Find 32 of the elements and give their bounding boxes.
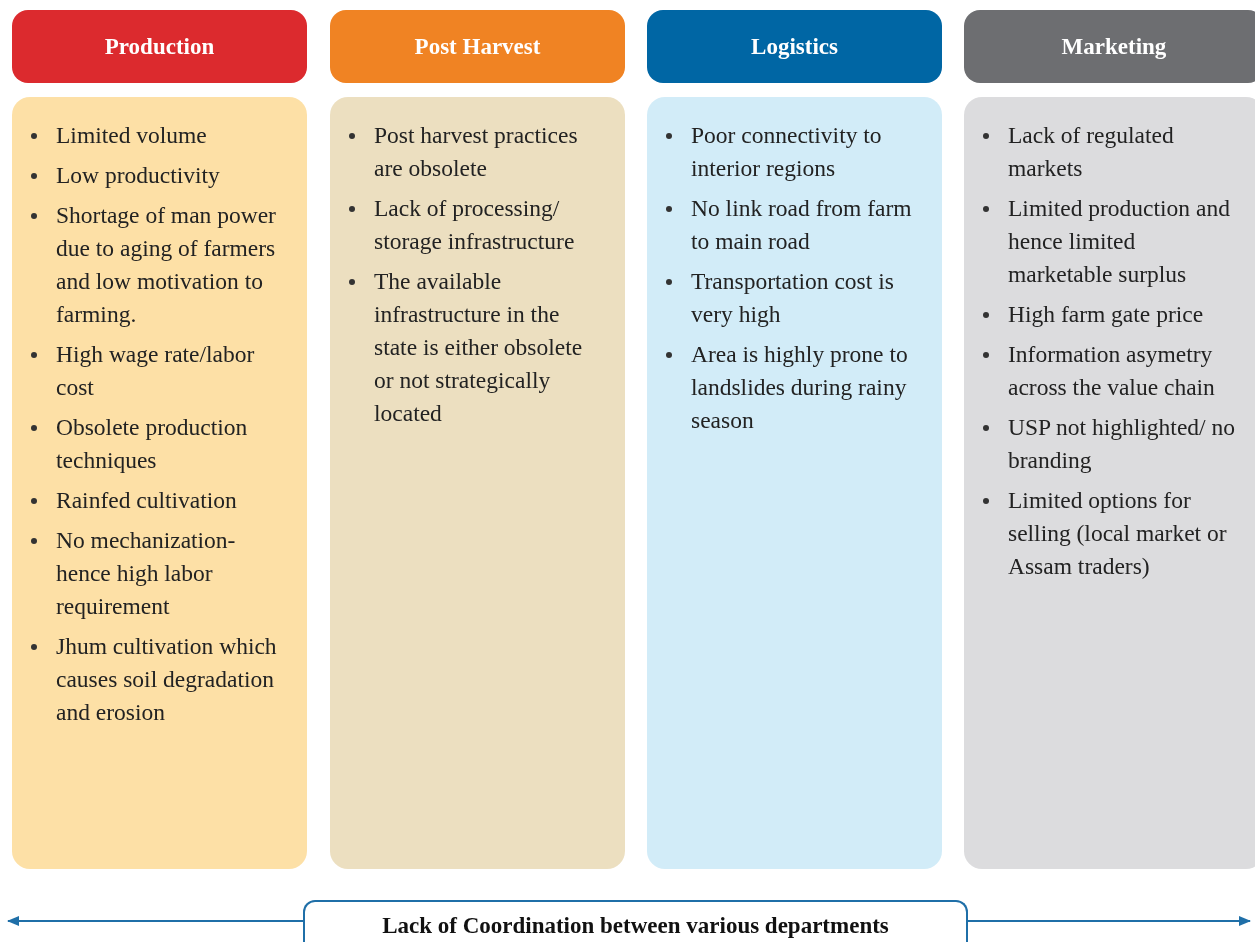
bullet-text: Low productivity [56, 162, 220, 188]
bullet-text: The available infrastructure in the state is either obsolete or not strategically located [374, 268, 583, 426]
issue-panel [12, 97, 307, 869]
column-header: Production [12, 10, 307, 83]
issue-panel [964, 97, 1255, 869]
bullet-text: Rainfed cultivation [56, 487, 237, 513]
bullet-text: No mechanization- hence high labor requirement [56, 527, 236, 619]
bullet-text: Transportation cost is very high [691, 268, 894, 327]
bullet-text: Limited volume [56, 122, 207, 148]
issue-panel [330, 97, 625, 869]
bullet-text: Lack of regulated markets [1008, 122, 1174, 181]
bullet-text: Jhum cultivation which causes soil degradation and erosion [56, 633, 277, 725]
arrow [7, 916, 304, 926]
arrow [967, 916, 1251, 926]
bullet-text: Poor connectivity to interior regions [691, 122, 882, 181]
column-header: Post Harvest [330, 10, 625, 83]
bullet-text: Shortage of man power due to aging of farmers and low motivation to farming. [56, 202, 276, 327]
bullet-text: No link road from farm to main road [691, 195, 912, 254]
bullet-text: Limited options for selling (local market or Assam traders) [1008, 487, 1227, 579]
bullet-text: High wage rate/labor cost [56, 341, 255, 400]
issue-panel [647, 97, 942, 869]
bullet-text: USP not highlighted/ no branding [1008, 414, 1235, 473]
bullet-text: High farm gate price [1008, 301, 1204, 327]
bullet-text: Post harvest practices are obsolete [374, 122, 578, 181]
bullet-text: Information asymetry across the value chain [1008, 341, 1215, 400]
banner-box: Lack of Coordination between various departments [303, 900, 968, 942]
column-header: Marketing [964, 10, 1255, 83]
bullet-text: Area is highly prone to landslides during rainy season [691, 341, 908, 433]
column-header: Logistics [647, 10, 942, 83]
bullet-text: Limited production and hence limited marketable surplus [1008, 195, 1230, 287]
bullet-text: Lack of processing/ storage infrastructure [374, 195, 575, 254]
bullet-text: Obsolete production techniques [56, 414, 248, 473]
